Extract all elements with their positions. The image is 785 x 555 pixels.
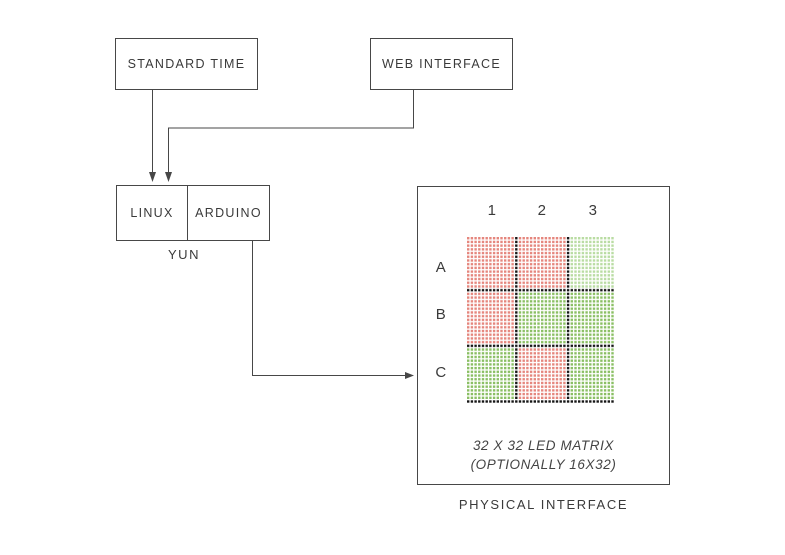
node-standard-time: STANDARD TIME	[115, 38, 258, 90]
matrix-row-label-a: A	[435, 259, 447, 276]
node-arduino-label: ARDUINO	[195, 206, 262, 220]
node-yun-linux-cell: LINUX	[117, 186, 188, 240]
yun-caption: YUN	[168, 247, 200, 262]
arrowhead-web-interface	[165, 172, 172, 182]
physical-interface-box	[417, 186, 670, 485]
physical-interface-caption: PHYSICAL INTERFACE	[458, 497, 629, 512]
led-matrix-canvas	[467, 237, 615, 404]
node-standard-time-label: STANDARD TIME	[127, 57, 246, 71]
node-yun: LINUX ARDUINO	[116, 185, 270, 241]
matrix-row-label-b: B	[435, 306, 447, 323]
node-linux-label: LINUX	[130, 206, 174, 220]
node-web-interface-label: WEB INTERFACE	[382, 57, 501, 71]
matrix-column-label-3: 3	[588, 202, 598, 219]
node-web-interface: WEB INTERFACE	[370, 38, 513, 90]
arrowhead-physical-interface	[405, 372, 414, 379]
node-yun-arduino-cell: ARDUINO	[188, 186, 269, 240]
matrix-column-label-1: 1	[487, 202, 497, 219]
matrix-caption: 32 X 32 LED MATRIX (OPTIONALLY 16X32)	[417, 436, 670, 474]
arrowhead-standard-time	[149, 172, 156, 182]
matrix-column-label-2: 2	[537, 202, 547, 219]
connector-arduino-to-physical-interface	[252, 241, 405, 376]
matrix-caption-line1: 32 X 32 LED MATRIX	[472, 438, 615, 453]
connector-web-interface-to-yun	[168, 90, 414, 172]
matrix-caption-line2: (OPTIONALLY 16X32)	[470, 457, 617, 472]
matrix-row-label-c: C	[435, 364, 447, 381]
